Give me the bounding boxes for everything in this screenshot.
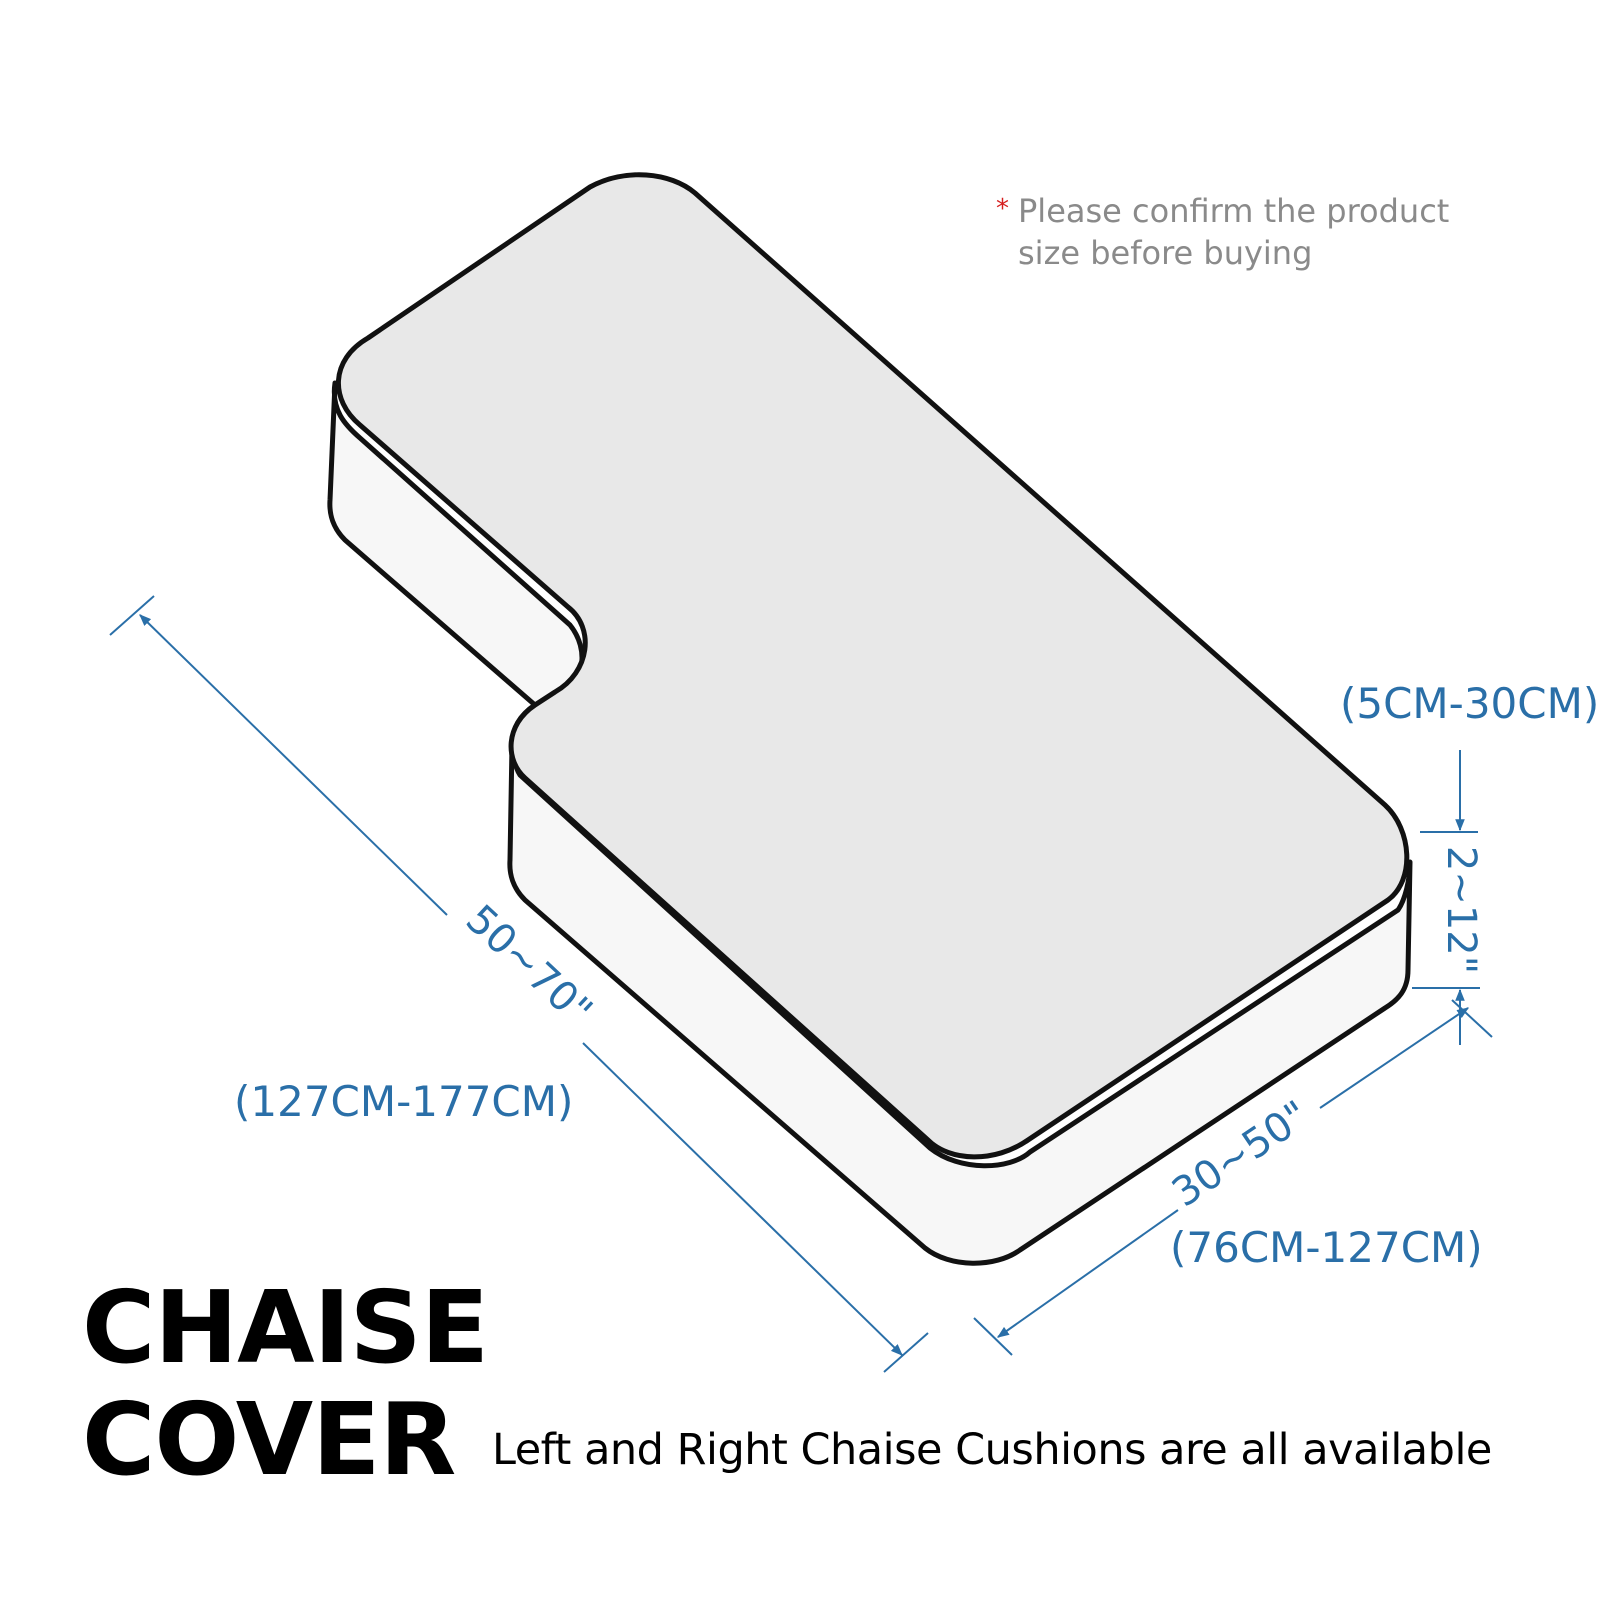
height-cm-label: (5CM-30CM): [1340, 679, 1599, 728]
length-dimension-tick-end: [883, 1332, 929, 1373]
product-title-line-2: COVER: [82, 1381, 456, 1498]
product-title: CHAISE COVER: [82, 1269, 489, 1498]
note-line-1: Please confirm the product: [1018, 192, 1450, 230]
note-asterisk: *: [996, 194, 1009, 224]
length-dimension-arrow-upper: [139, 614, 448, 916]
note-line-2: size before buying: [1018, 234, 1313, 272]
length-dimension-tick-start: [109, 595, 155, 636]
width-dimension-arrow-lower: [997, 1209, 1179, 1338]
width-dimension-arrow-upper: [1319, 1007, 1469, 1109]
availability-subtitle: Left and Right Chaise Cushions are all a…: [492, 1425, 1492, 1475]
length-cm-label: (127CM-177CM): [234, 1077, 573, 1126]
height-inches-label: 2~12": [1438, 846, 1484, 974]
width-dimension-tick-start: [973, 1317, 1013, 1356]
width-cm-label: (76CM-127CM): [1170, 1223, 1483, 1272]
product-title-line-1: CHAISE: [82, 1269, 489, 1386]
cushion-top-face: [336, 172, 1410, 1160]
length-dimension-arrow-lower: [582, 1042, 903, 1356]
size-confirmation-note: * Please confirm the product size before…: [996, 190, 1450, 274]
width-dimension-tick-end: [1451, 999, 1493, 1038]
